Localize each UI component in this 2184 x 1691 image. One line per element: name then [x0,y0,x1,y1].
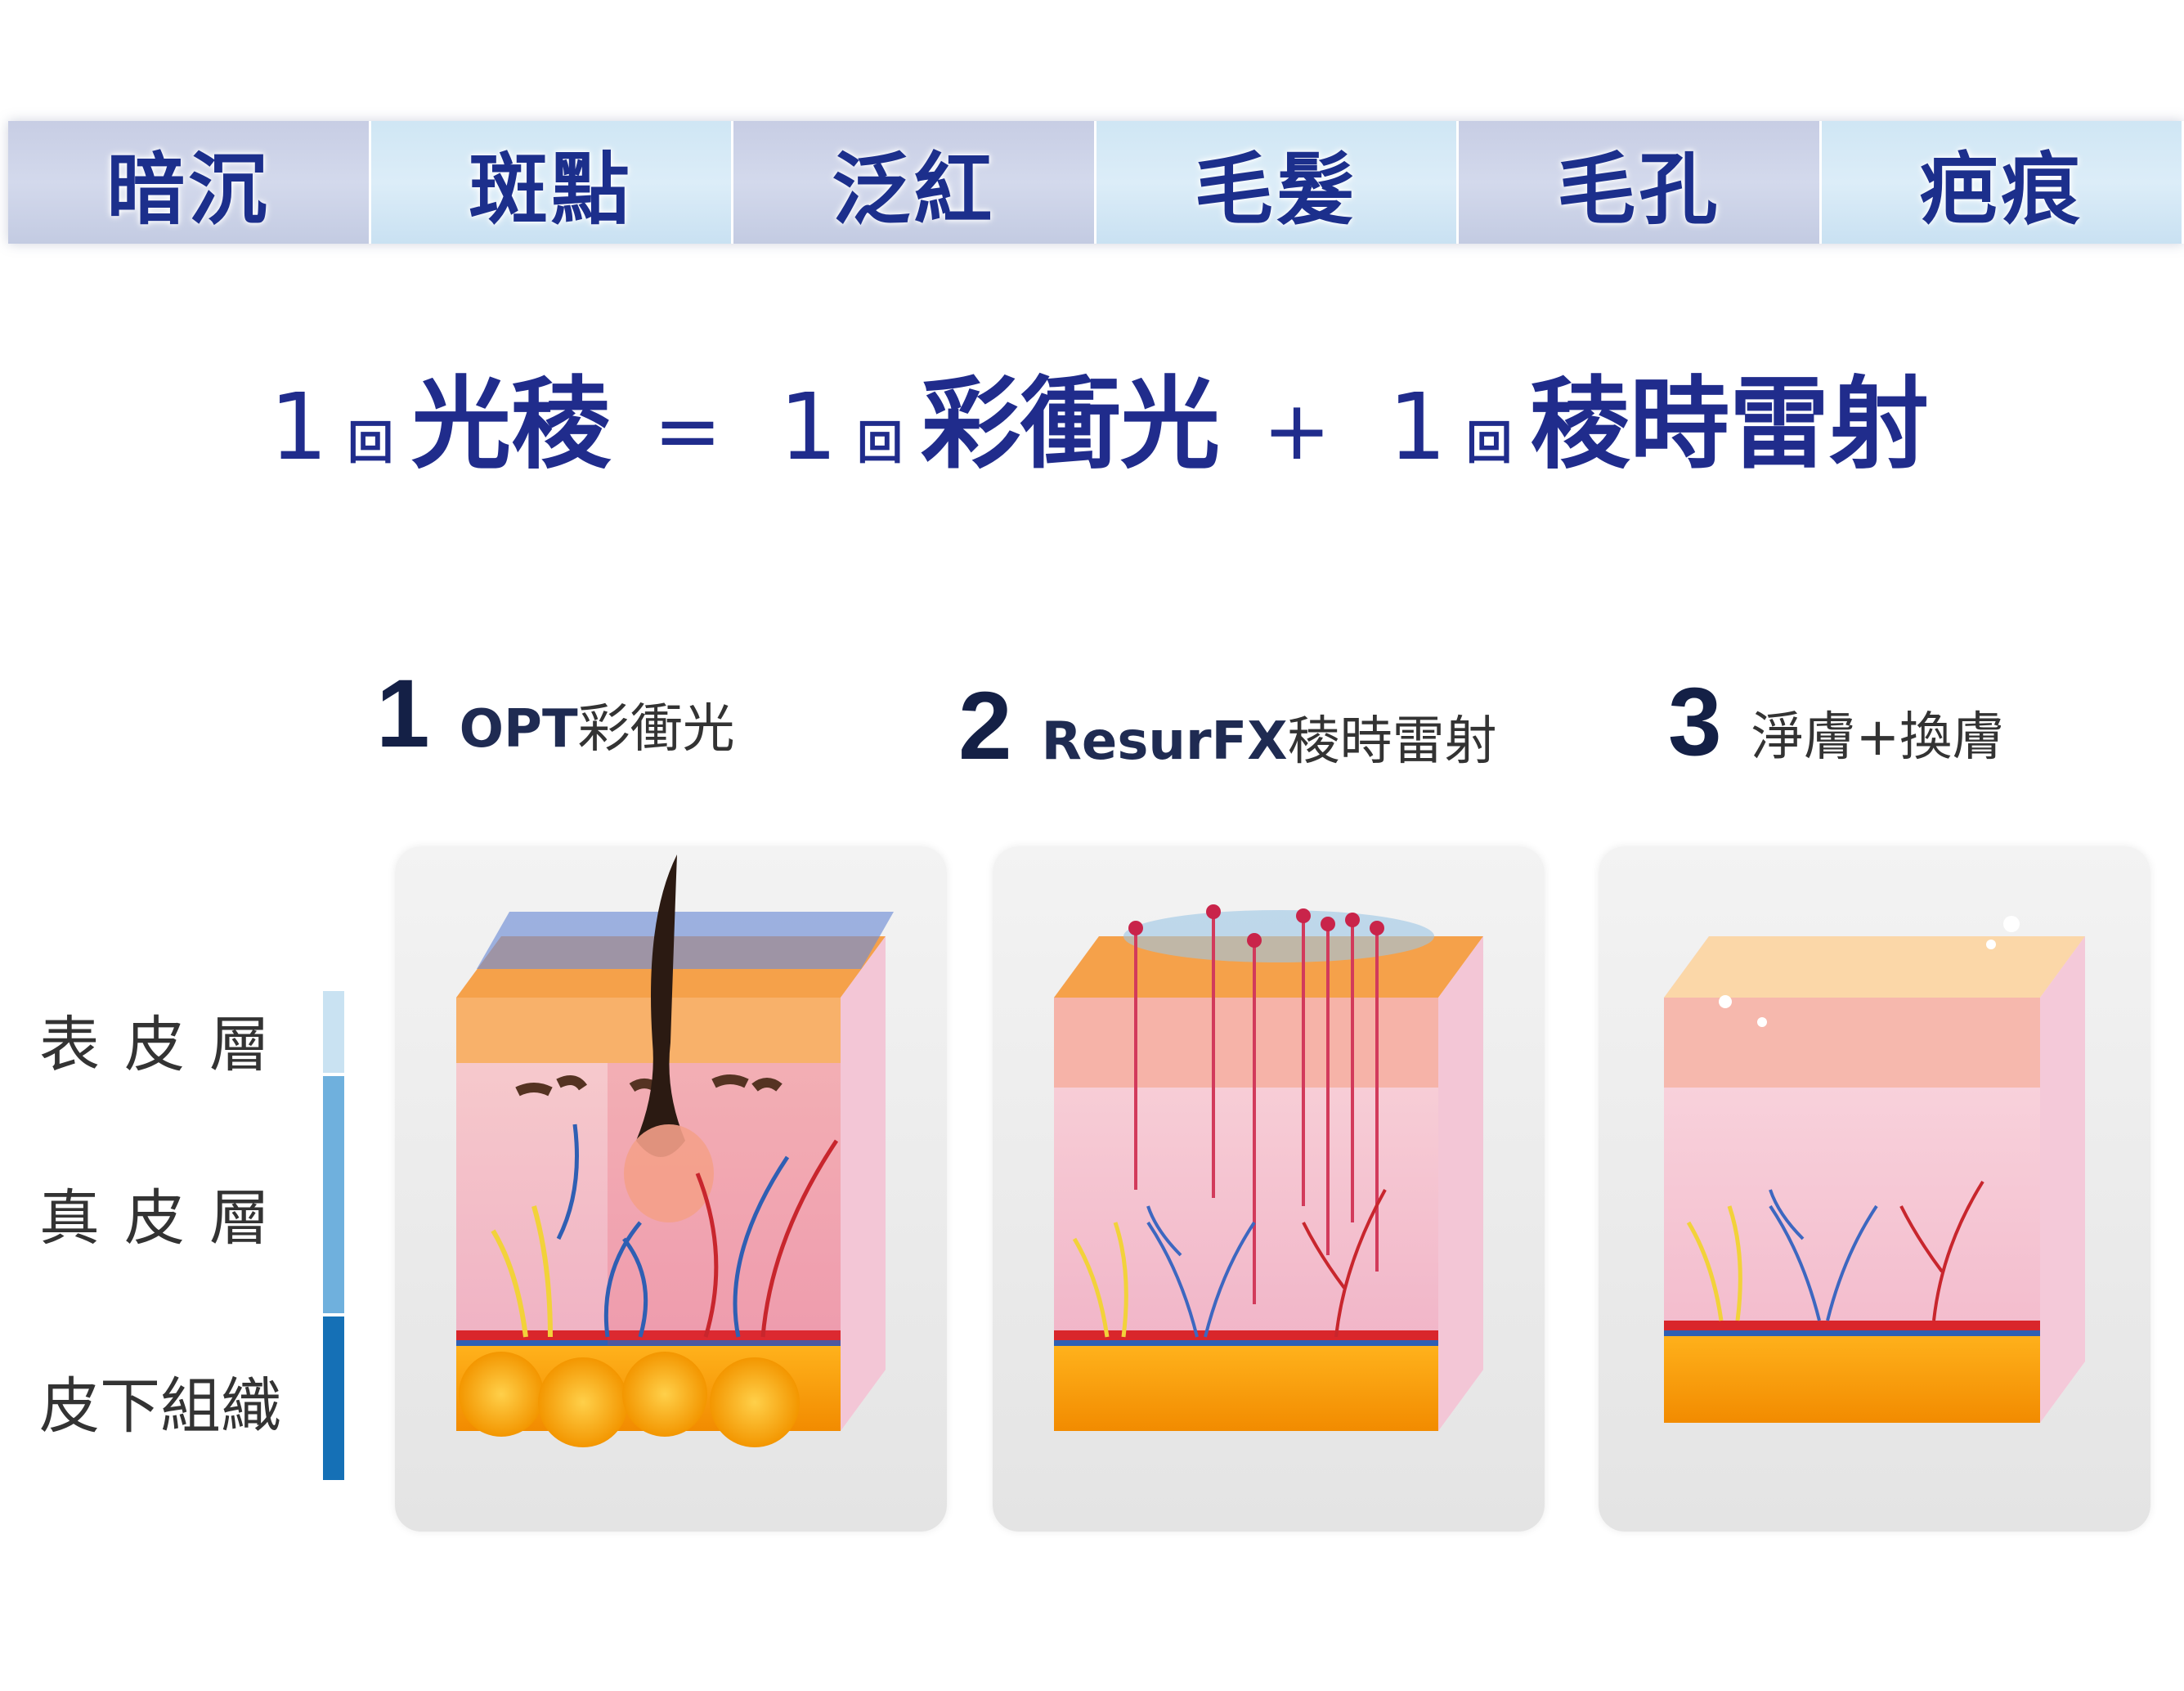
formula-term-1: 光稜 [411,366,612,482]
formula-unit-1: 回 [348,417,394,470]
formula-plus: + [1262,383,1331,478]
step-3-number: 3 [1668,668,1722,776]
step-1-heading: 1 OPT彩衝光 [376,658,735,769]
formula-count-2: 1 [778,375,838,481]
step-2-latin: ResurFX [1041,711,1288,772]
formula-count-3: 1 [1388,375,1447,481]
formula-term-2: 彩衝光 [921,366,1221,482]
tab-pores[interactable]: 毛孔 [1459,121,1822,244]
tab-scars[interactable]: 疤痕 [1821,121,2184,244]
skin-diagram-resurfx [1054,904,1483,1431]
category-tabs: 暗沉 斑點 泛紅 毛髮 毛孔 疤痕 [8,121,2184,244]
step-2-label: 稜時雷射 [1287,711,1497,772]
treatment-formula: 1 回 光稜 = 1 回 彩衝光 + 1 回 稜時雷射 [0,343,2184,482]
formula-unit-2: 回 [857,417,904,470]
layer-label-dermis: 真皮層 [39,1183,294,1254]
formula-count-1: 1 [269,375,329,481]
tab-spots[interactable]: 斑點 [370,121,733,244]
step-3-label: 淨膚+換膚 [1751,707,2005,768]
tab-redness[interactable]: 泛紅 [733,121,1096,244]
step-2-number: 2 [958,672,1012,780]
tab-hair[interactable]: 毛髮 [1096,121,1459,244]
layer-bar-subcutis [323,1316,344,1480]
formula-term-3: 稜時雷射 [1530,366,1930,482]
skin-diagram-result [1664,916,2085,1423]
formula-equals: = [653,383,722,478]
step-1-number: 1 [376,660,430,768]
layer-bar-dermis [323,1076,344,1313]
layer-bar-epidermis [323,991,344,1073]
step-2-heading: 2 ResurFX稜時雷射 [958,671,1497,782]
step-1-label: 彩衝光 [577,699,735,760]
step-1-latin: OPT [459,699,578,760]
tab-dullness[interactable]: 暗沉 [8,121,371,244]
layer-label-subcutis: 皮下組織 [39,1371,281,1442]
formula-unit-3: 回 [1466,417,1513,470]
step-3-heading: 3 淨膚+換膚 [1668,666,2004,778]
skin-diagram-opt [456,854,894,1447]
layer-label-epidermis: 表皮層 [39,1010,294,1080]
